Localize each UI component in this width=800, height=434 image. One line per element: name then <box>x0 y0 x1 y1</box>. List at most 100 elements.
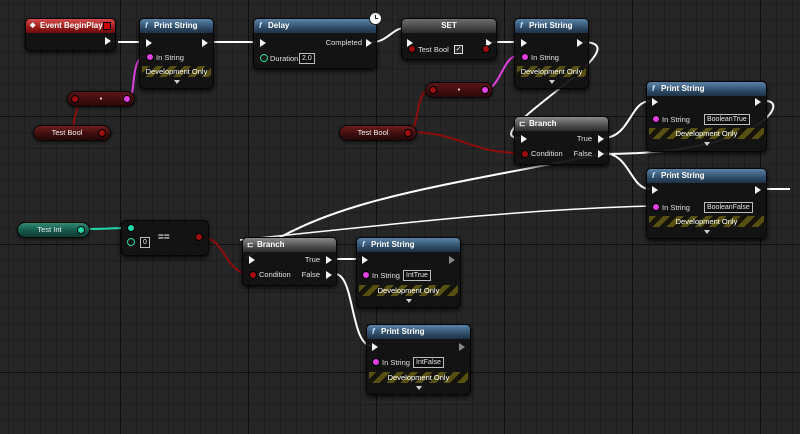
test-bool-in-pin[interactable] <box>408 45 416 53</box>
expand-arrow-icon[interactable] <box>405 299 412 303</box>
in-string-input[interactable]: BooleanFalse <box>704 202 753 213</box>
test-bool-getter-node[interactable]: Test Bool <box>33 125 111 141</box>
exec-wire <box>602 100 651 139</box>
test-bool-out-pin[interactable] <box>482 45 490 53</box>
exec-wire <box>510 41 599 139</box>
event-delegate-pin[interactable] <box>103 22 111 30</box>
test-bool-out-pin[interactable] <box>98 129 106 137</box>
event-begin-play-node[interactable]: ◆ Event BeginPlay <box>25 18 116 51</box>
expand-arrow-icon[interactable] <box>703 142 710 146</box>
exec-out-pin[interactable] <box>105 37 111 45</box>
equals-b-input[interactable]: 0 <box>140 237 150 248</box>
in-string-pin[interactable] <box>652 115 660 123</box>
true-exec-pin[interactable] <box>598 135 604 143</box>
equals-a-pin[interactable] <box>127 224 135 232</box>
function-icon: f <box>372 327 375 336</box>
expand-arrow-icon[interactable] <box>703 230 710 234</box>
in-string-label: In String <box>662 115 690 124</box>
exec-in-pin[interactable] <box>260 39 266 47</box>
exec-out-pin[interactable] <box>459 343 465 351</box>
exec-wire <box>334 273 373 347</box>
in-string-pin[interactable] <box>362 271 370 279</box>
true-label: True <box>576 134 592 143</box>
conversion-out-pin[interactable] <box>123 95 131 103</box>
print-string-node[interactable]: f Print String In String BooleanFalse De… <box>646 168 767 239</box>
print-string-node[interactable]: f Print String In String IntTrue Develop… <box>356 237 461 308</box>
completed-exec-pin[interactable] <box>366 39 372 47</box>
branch-icon: ⊏ <box>247 240 254 249</box>
exec-in-pin[interactable] <box>652 186 658 194</box>
bool-to-string-conversion-node[interactable]: • <box>425 82 493 98</box>
expand-arrow-icon[interactable] <box>173 80 180 84</box>
development-only-banner: Development Only <box>359 285 458 296</box>
conversion-out-pin[interactable] <box>481 86 489 94</box>
print-string-node[interactable]: f Print String In String Development Onl… <box>514 18 589 89</box>
conversion-in-pin[interactable] <box>71 95 79 103</box>
exec-in-pin[interactable] <box>521 135 527 143</box>
equals-result-pin[interactable] <box>195 233 203 241</box>
test-bool-checkbox[interactable]: ✓ <box>454 45 463 54</box>
in-string-input[interactable]: IntFalse <box>413 357 444 368</box>
in-string-pin[interactable] <box>146 53 154 61</box>
print-string-title: Print String <box>371 240 415 249</box>
in-string-label: In String <box>531 53 559 62</box>
exec-out-pin[interactable] <box>486 39 492 47</box>
function-icon: f <box>145 21 148 30</box>
function-icon: f <box>362 240 365 249</box>
duration-pin[interactable] <box>260 54 268 62</box>
in-string-input[interactable]: BooleanTrue <box>704 114 750 125</box>
branch-node[interactable]: ⊏ Branch True Condition False <box>514 116 609 165</box>
development-only-banner: Development Only <box>142 66 211 77</box>
branch-header: ⊏ Branch <box>243 238 336 252</box>
test-bool-getter-node[interactable]: Test Bool <box>339 125 417 141</box>
function-icon: f <box>259 21 262 30</box>
print-string-node[interactable]: f Print String In String BooleanTrue Dev… <box>646 81 767 152</box>
test-bool-out-pin[interactable] <box>404 129 412 137</box>
exec-in-pin[interactable] <box>652 98 658 106</box>
equals-b-pin[interactable] <box>127 238 135 246</box>
conversion-in-pin[interactable] <box>429 86 437 94</box>
branch-title: Branch <box>529 119 557 128</box>
exec-out-pin[interactable] <box>202 39 208 47</box>
exec-in-pin[interactable] <box>372 343 378 351</box>
equals-node[interactable]: 0 == <box>121 220 209 256</box>
exec-in-pin[interactable] <box>521 39 527 47</box>
bool-to-string-conversion-node[interactable]: • <box>67 91 135 107</box>
test-int-out-pin[interactable] <box>77 226 85 234</box>
exec-in-pin[interactable] <box>362 256 368 264</box>
test-int-getter-node[interactable]: Test Int <box>17 222 90 238</box>
condition-label: Condition <box>531 149 563 158</box>
print-string-node[interactable]: f Print String In String Development Onl… <box>139 18 214 89</box>
branch-node[interactable]: ⊏ Branch True Condition False <box>242 237 337 286</box>
expand-arrow-icon[interactable] <box>415 386 422 390</box>
exec-out-pin[interactable] <box>577 39 583 47</box>
false-exec-pin[interactable] <box>598 150 604 158</box>
true-exec-pin[interactable] <box>326 256 332 264</box>
test-bool-getter-label: Test Bool <box>51 128 83 137</box>
condition-pin[interactable] <box>521 150 529 158</box>
exec-in-pin[interactable] <box>407 39 413 47</box>
branch-title: Branch <box>257 240 285 249</box>
condition-pin[interactable] <box>249 271 257 279</box>
exec-in-pin[interactable] <box>249 256 255 264</box>
exec-out-pin[interactable] <box>755 98 761 106</box>
development-only-banner: Development Only <box>649 216 764 227</box>
duration-input[interactable]: 2.0 <box>299 53 315 64</box>
in-string-pin[interactable] <box>521 53 529 61</box>
false-label: False <box>573 149 592 158</box>
in-string-input[interactable]: IntTrue <box>403 270 431 281</box>
set-node[interactable]: SET Test Bool ✓ <box>401 18 497 60</box>
in-string-pin[interactable] <box>372 358 380 366</box>
event-begin-play-header: ◆ Event BeginPlay <box>26 19 115 33</box>
delay-node[interactable]: f Delay Completed Duration 2.0 <box>253 12 382 69</box>
print-string-node[interactable]: f Print String In String IntFalse Develo… <box>366 324 471 395</box>
in-string-pin[interactable] <box>652 203 660 211</box>
exec-in-pin[interactable] <box>146 39 152 47</box>
false-exec-pin[interactable] <box>326 271 332 279</box>
exec-out-pin[interactable] <box>755 186 761 194</box>
print-string-title: Print String <box>661 171 705 180</box>
exec-out-pin[interactable] <box>449 256 455 264</box>
true-label: True <box>304 255 320 264</box>
expand-arrow-icon[interactable] <box>548 80 555 84</box>
exec-wire <box>602 152 651 190</box>
